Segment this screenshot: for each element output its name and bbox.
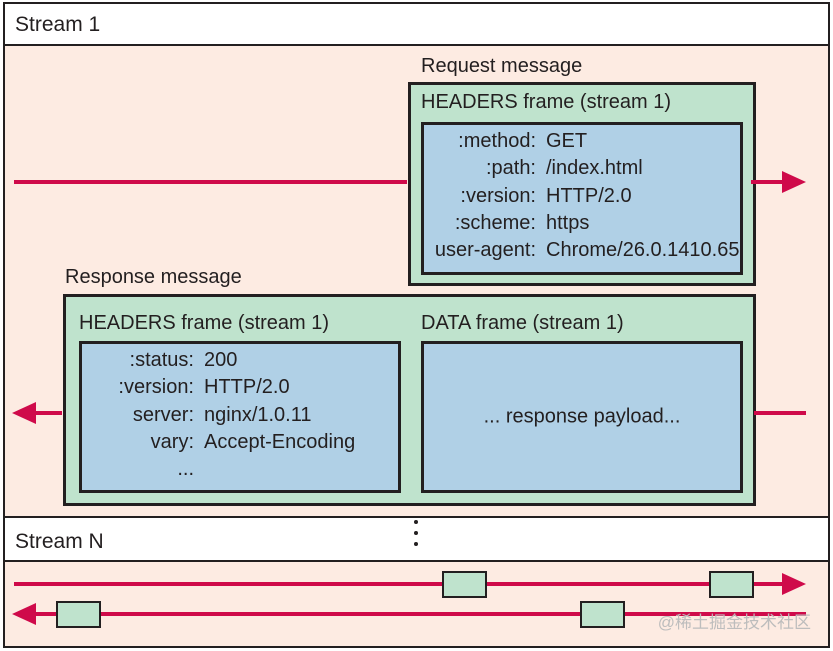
request-headers-frame-title: HEADERS frame (stream 1): [421, 91, 672, 113]
stream-n-title: Stream N: [15, 530, 104, 553]
request-header-value: Chrome/26.0.1410.65: [546, 239, 740, 262]
stream-n-header: Stream N: [5, 518, 828, 560]
request-header-row: :scheme: https: [424, 210, 739, 237]
request-header-value: https: [546, 211, 590, 234]
stream-n-outgoing-arrowhead: [782, 573, 806, 595]
request-header-value: GET: [546, 130, 588, 152]
diagram-frame: Stream 1 Request message HEADERS frame (…: [3, 2, 830, 648]
vertical-ellipsis-icon: [410, 520, 422, 553]
response-headers-block: :status: 200 :version: HTTP/2.0 server: …: [79, 341, 401, 493]
request-header-row: :version: HTTP/2.0: [424, 183, 739, 210]
request-header-key: user-agent:: [434, 239, 536, 262]
request-headers-block: :method: GET :path: /index.html :version…: [421, 122, 743, 275]
response-header-value: HTTP/2.0: [204, 376, 290, 399]
request-header-key: :version:: [460, 184, 536, 207]
response-header-row: server: nginx/1.0.11: [82, 402, 355, 429]
request-headers-list: :method: GET :path: /index.html :version…: [424, 128, 740, 264]
request-header-row: :path: /index.html: [424, 155, 739, 182]
request-headers-frame: HEADERS frame (stream 1) :method: GET :p…: [408, 82, 756, 286]
response-header-key: vary:: [150, 430, 194, 453]
stream-1-divider: [5, 44, 828, 46]
watermark-text: @稀土掘金技术社区: [657, 613, 811, 632]
response-header-key: ...: [177, 458, 194, 481]
request-header-key: :scheme:: [454, 211, 536, 234]
response-data-frame-title: DATA frame (stream 1): [421, 312, 624, 334]
request-header-row: user-agent: Chrome/26.0.1410.65: [424, 237, 740, 264]
stream-n-top-divider: [5, 516, 828, 518]
response-message-frame: HEADERS frame (stream 1) DATA frame (str…: [63, 294, 756, 506]
response-header-row: ...: [82, 456, 355, 483]
response-payload-text: ... response payload...: [483, 405, 681, 428]
response-header-row: :status: 200: [82, 347, 355, 374]
response-data-block: ... response payload...: [421, 341, 743, 493]
response-header-value: 200: [204, 349, 238, 371]
response-header-row: vary: Accept-Encoding: [82, 429, 356, 456]
stream-n-frame: [56, 601, 101, 628]
stream-1-header: Stream 1: [5, 4, 828, 44]
stream-n-divider: [5, 560, 828, 562]
response-arrowhead: [12, 402, 36, 424]
request-header-key: :path:: [485, 157, 536, 180]
response-header-key: server:: [132, 403, 194, 426]
request-header-value: /index.html: [546, 157, 643, 180]
stream-1-title: Stream 1: [15, 13, 101, 36]
stream-n-frame: [709, 571, 754, 598]
request-header-value: HTTP/2.0: [546, 184, 632, 207]
response-headers-frame-title: HEADERS frame (stream 1): [79, 312, 330, 334]
response-header-key: :version:: [118, 376, 194, 399]
request-message-caption: Request message: [421, 55, 583, 77]
request-arrowhead: [782, 171, 806, 193]
response-header-value: Accept-Encoding: [204, 430, 356, 453]
request-header-row: :method: GET: [424, 128, 739, 155]
stream-n-frame: [442, 571, 487, 598]
request-header-key: :method:: [458, 130, 536, 152]
response-message-caption: Response message: [65, 266, 242, 288]
response-header-row: :version: HTTP/2.0: [82, 374, 355, 401]
stream-n-incoming-arrowhead: [12, 603, 36, 625]
stream-n-frame: [580, 601, 625, 628]
response-header-value: nginx/1.0.11: [204, 403, 312, 426]
response-header-key: :status:: [129, 349, 194, 371]
response-headers-list: :status: 200 :version: HTTP/2.0 server: …: [82, 347, 355, 483]
